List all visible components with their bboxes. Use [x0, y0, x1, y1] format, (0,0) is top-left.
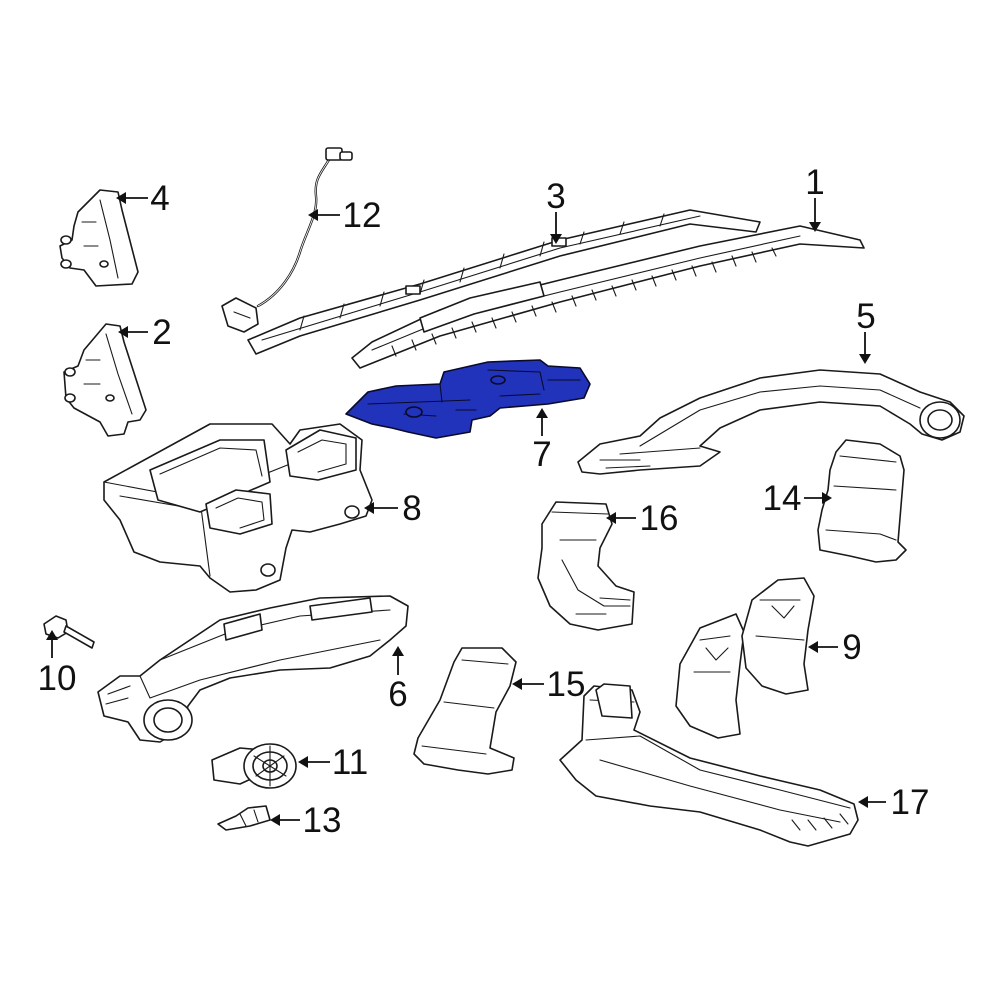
callout-3: 3	[546, 177, 565, 216]
part-16-elbow-duct	[537, 501, 635, 631]
callout-5: 5	[856, 297, 875, 336]
part-7-highlighted-duct	[345, 359, 591, 439]
callout-13: 13	[303, 801, 342, 840]
callout-1: 1	[805, 163, 824, 202]
part-1-upper-duct	[351, 225, 865, 369]
callout-7: 7	[532, 435, 551, 474]
part-3-crossbar	[247, 209, 761, 355]
part-8-hvac-housing	[103, 423, 373, 593]
callout-2: 2	[152, 313, 171, 352]
callout-14: 14	[763, 479, 802, 518]
callout-10: 10	[38, 659, 77, 698]
callout-9: 9	[842, 628, 861, 667]
part-11-blower	[211, 743, 297, 789]
part-6-lower-duct	[97, 595, 409, 743]
callout-17: 17	[891, 783, 930, 822]
part-7-body	[345, 359, 591, 439]
part-5-curved-duct	[577, 369, 965, 475]
part-13-clip	[217, 805, 271, 831]
callout-16: 16	[640, 499, 679, 538]
part-9-twin-duct	[675, 577, 815, 739]
part-17-floor-duct	[559, 683, 859, 847]
callout-11: 11	[332, 743, 368, 782]
part-10-sensor	[43, 615, 95, 649]
part-15-outlet-duct	[413, 647, 517, 775]
callout-12: 12	[343, 196, 382, 235]
callout-6: 6	[388, 675, 407, 714]
part-14-outlet-duct	[817, 439, 907, 563]
part-2-bracket	[63, 323, 147, 437]
leader-lines	[46, 192, 886, 826]
part-4-bracket	[59, 189, 139, 287]
callout-4: 4	[150, 179, 169, 218]
callout-8: 8	[402, 489, 421, 528]
part-12-wire-harness	[221, 147, 353, 333]
callout-15: 15	[547, 665, 586, 704]
